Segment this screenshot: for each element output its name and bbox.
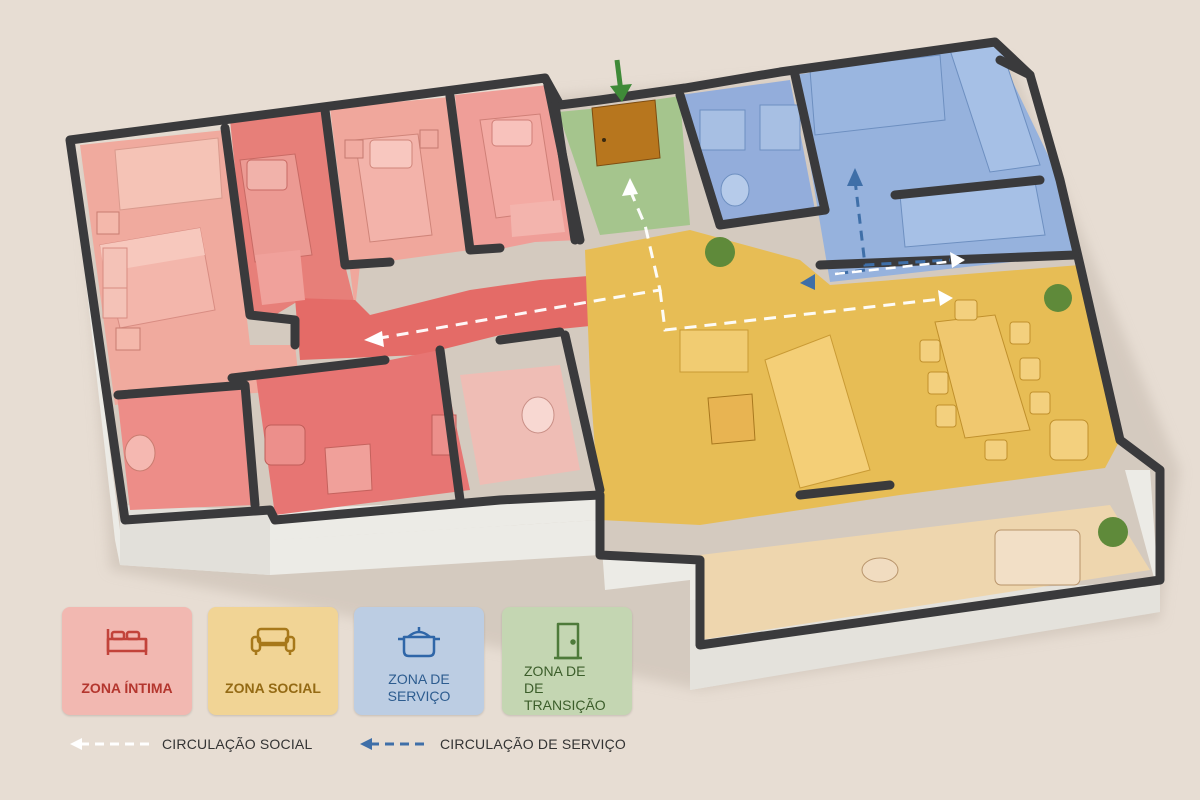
center-table <box>707 393 756 445</box>
service-circulation-path-white <box>834 258 966 276</box>
legend-zona-intima: ZONA ÍNTIMA <box>62 607 192 715</box>
sofa-icon <box>208 621 338 667</box>
plant-icon <box>705 237 735 267</box>
console-table <box>679 329 749 373</box>
dashed-arrow-icon <box>360 738 428 750</box>
dashed-arrow-icon <box>70 738 150 750</box>
kitchen-cabinets <box>809 43 1046 248</box>
bedroom-3-bed <box>344 129 439 243</box>
sofa <box>764 334 871 489</box>
bathroom-2-floor <box>460 365 580 485</box>
service-arrowhead <box>800 274 815 290</box>
bedroom-2-bed <box>239 153 313 305</box>
legend-label: CIRCULAÇÃO SOCIAL <box>162 736 313 752</box>
bed-icon <box>62 621 192 667</box>
legend-zona-servico: ZONA DE SERVIÇO <box>354 607 484 715</box>
service-arrowhead <box>950 252 965 268</box>
legend-label: ZONA DE SERVIÇO <box>387 671 451 704</box>
legend-circulacao-servico: CIRCULAÇÃO DE SERVIÇO <box>360 734 626 754</box>
legend-zona-social: ZONA SOCIAL <box>208 607 338 715</box>
armchair <box>264 424 306 466</box>
bathroom-1-floor <box>117 388 255 510</box>
legend-circulacao-social: CIRCULAÇÃO SOCIAL <box>70 734 312 754</box>
social-circulation-path <box>379 189 951 340</box>
toilet <box>521 396 555 434</box>
balcony-table <box>861 557 899 583</box>
wardrobe <box>114 137 223 211</box>
plant-icon <box>1044 284 1072 312</box>
toilet <box>124 434 156 472</box>
legend-label: ZONA SOCIAL <box>225 679 321 696</box>
walls <box>65 37 1165 650</box>
entry-door <box>591 99 661 167</box>
armchair <box>1049 419 1089 461</box>
legend-label: ZONA ÍNTIMA <box>81 679 173 696</box>
social-arrowhead <box>364 331 384 347</box>
nightstand <box>96 211 120 235</box>
lounge-chair <box>994 529 1081 586</box>
service-arrowhead <box>847 168 863 186</box>
plant-icon <box>1098 517 1128 547</box>
door-handle <box>602 138 606 142</box>
cooking-pot-icon <box>354 621 484 667</box>
social-arrowhead <box>938 290 953 306</box>
master-bed <box>99 227 216 329</box>
bedroom-4-bed <box>479 113 565 237</box>
legend-label: CIRCULAÇÃO DE SERVIÇO <box>440 736 626 752</box>
dining-chairs <box>919 299 1051 461</box>
bedroom-5-floor <box>255 350 470 515</box>
social-arrowhead <box>622 178 638 196</box>
service-bath-fixtures <box>699 104 801 207</box>
nightstand <box>115 327 141 351</box>
door-icon <box>502 621 632 667</box>
entry-arrow-icon <box>610 59 632 102</box>
coffee-table <box>324 443 373 495</box>
